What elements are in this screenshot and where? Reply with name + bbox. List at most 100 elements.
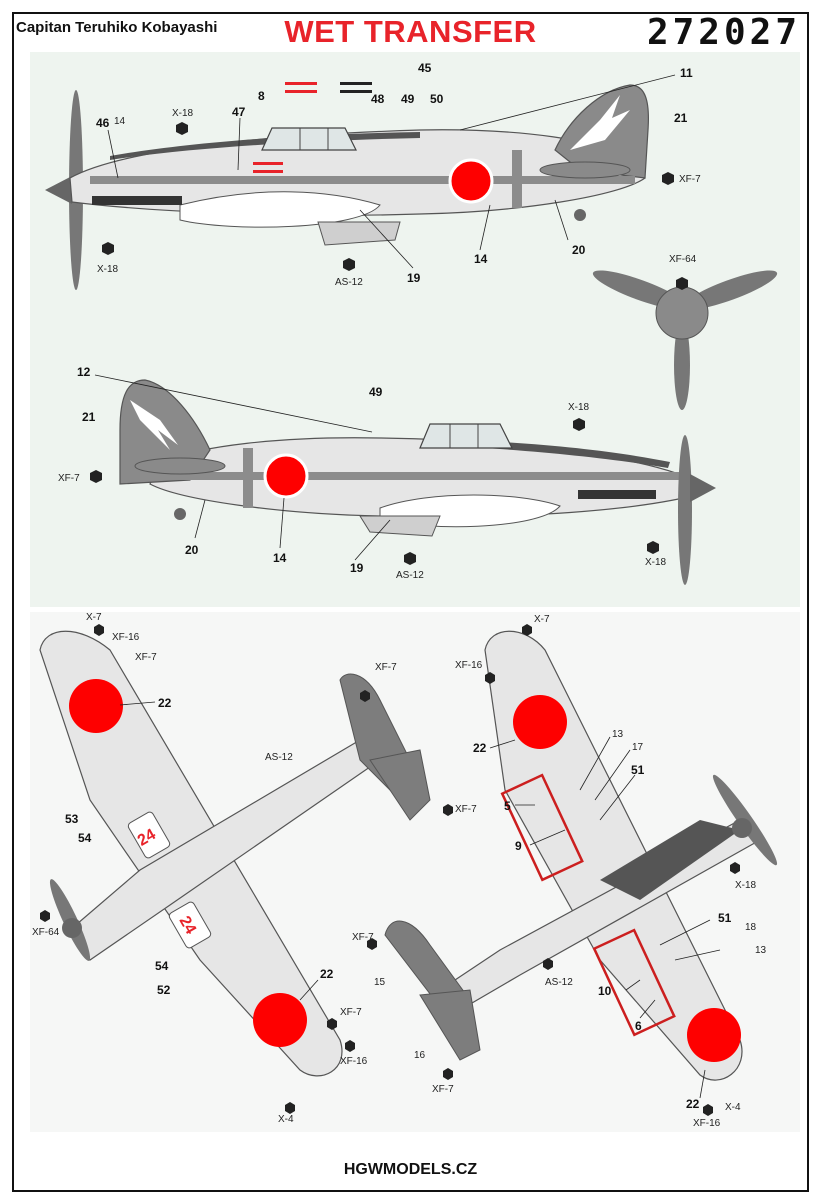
marker-x18-upper [730, 862, 740, 874]
marker-xf64-under [40, 910, 50, 922]
tail-lightning-marking [570, 95, 630, 150]
callout-54-a: 54 [78, 831, 92, 845]
callout-10: 10 [598, 984, 612, 998]
paint-xf7-under-d: XF-7 [340, 1007, 362, 1018]
paint-x18-upper: X-18 [735, 880, 757, 891]
product-code: 272027 [646, 12, 801, 53]
marker-x7-upper [522, 624, 532, 636]
marker-xf16-upper-b [703, 1104, 713, 1116]
callout-45: 45 [418, 61, 432, 75]
underside-part-markers [40, 624, 453, 1114]
paint-x18-bottom: X-18 [97, 264, 119, 275]
spinner [45, 176, 72, 204]
marker-xf16-upper-a [485, 672, 495, 684]
marker-x4-under [285, 1102, 295, 1114]
hinomaru-underside-left [69, 679, 123, 733]
callout-53: 53 [65, 812, 79, 826]
paint-x4-under: X-4 [278, 1114, 294, 1125]
walkway-outline-left [500, 773, 584, 882]
walkway-outline-right [592, 928, 676, 1037]
canopy [261, 127, 357, 151]
paint-x18-bottom-2: X-18 [645, 557, 667, 568]
underside-tail-lower [369, 749, 431, 821]
tail-lightning-marking-2 [130, 400, 178, 450]
marker-as12-2 [404, 552, 416, 565]
callout-49-2: 49 [369, 385, 383, 399]
paint-xf7: XF-7 [679, 174, 701, 185]
horizontal-stabilizer [539, 161, 631, 179]
callout-12: 12 [77, 365, 91, 379]
callout-22-under-b: 22 [320, 967, 334, 981]
callout-13-a: 13 [612, 729, 624, 740]
callout-14: 14 [474, 252, 488, 266]
marker-xf7-under-d [327, 1018, 337, 1030]
callout-48: 48 [371, 92, 385, 106]
marker-xf7-upper-a [367, 938, 377, 950]
paint-xf16-under-b: XF-16 [340, 1056, 368, 1067]
underside-spinner [62, 918, 82, 938]
marker-x18-bottom [102, 242, 114, 255]
paint-x4-upper: X-4 [725, 1102, 741, 1113]
callout-5: 5 [504, 799, 511, 813]
fuselage-band-2 [140, 472, 690, 480]
profile-left-side [45, 82, 650, 290]
callout-54-b: 54 [155, 959, 169, 973]
marker-x18-bottom-2 [647, 541, 659, 554]
paint-xf7-under-a: XF-7 [135, 652, 157, 663]
callout-46: 46 [96, 116, 110, 130]
callout-51-a: 51 [631, 763, 645, 777]
callout-17: 17 [632, 742, 644, 753]
exhaust-stacks-2 [578, 490, 656, 499]
upperside-leaders [489, 736, 721, 1099]
paint-xf7-upper-a: XF-7 [352, 932, 374, 943]
paint-as12: AS-12 [335, 277, 363, 288]
callout-16: 16 [414, 1050, 426, 1061]
propeller-front-view [592, 270, 778, 410]
paint-x7-upper: X-7 [534, 614, 550, 625]
upperside-part-markers [367, 624, 740, 1116]
paint-xf16-upper-a: XF-16 [455, 660, 483, 671]
marker-as12 [343, 258, 355, 271]
marker-xf64 [676, 277, 688, 290]
callout-21-2: 21 [82, 410, 96, 424]
wing-root [179, 191, 381, 228]
marker-x18-top [176, 122, 188, 135]
callout-22-under-a: 22 [158, 696, 172, 710]
tail-wheel [574, 209, 586, 221]
profile-right-side [119, 379, 716, 585]
marker-xf16-under [345, 1040, 355, 1052]
paint-xf16-under-a: XF-16 [112, 632, 140, 643]
tail-code-gear-door-upper: 24 [135, 826, 159, 850]
kill-markings-red [285, 82, 317, 93]
horizontal-stabilizer-2 [134, 457, 226, 475]
tail-code-gear-door-lower: 24 [175, 913, 199, 937]
kill-markings-black [340, 82, 372, 93]
underside-leaders [119, 701, 319, 1001]
sheet-title: WET TRANSFER [284, 14, 537, 49]
upperside-spinner [732, 818, 752, 838]
paint-as12-upper: AS-12 [545, 977, 573, 988]
callout-6: 6 [635, 1019, 642, 1033]
hinomaru-fuselage [448, 158, 494, 204]
paint-xf64: XF-64 [669, 254, 697, 265]
callout-49: 49 [401, 92, 415, 106]
paint-as12-2: AS-12 [396, 570, 424, 581]
callout-18: 18 [745, 922, 757, 933]
pilot-name: Capitan Teruhiko Kobayashi [16, 19, 218, 36]
gear-door-lower [168, 901, 212, 949]
paint-xf64-under: XF-64 [32, 927, 60, 938]
marker-x7-under [94, 624, 104, 636]
marker-xf7-2 [90, 470, 102, 483]
callout-13-b: 13 [755, 945, 767, 956]
callout-8: 8 [258, 89, 265, 103]
upperside-plan-view [384, 630, 778, 1081]
paint-xf7-upper-b: XF-7 [432, 1084, 454, 1095]
hinomaru-underside-right [253, 993, 307, 1047]
paint-xf16-upper-b: XF-16 [693, 1118, 721, 1129]
callout-47: 47 [232, 105, 246, 119]
paint-xf7-2: XF-7 [58, 473, 80, 484]
paint-x7-under: X-7 [86, 612, 102, 623]
marker-as12-upper [543, 958, 553, 970]
callout-20-2: 20 [185, 543, 199, 557]
